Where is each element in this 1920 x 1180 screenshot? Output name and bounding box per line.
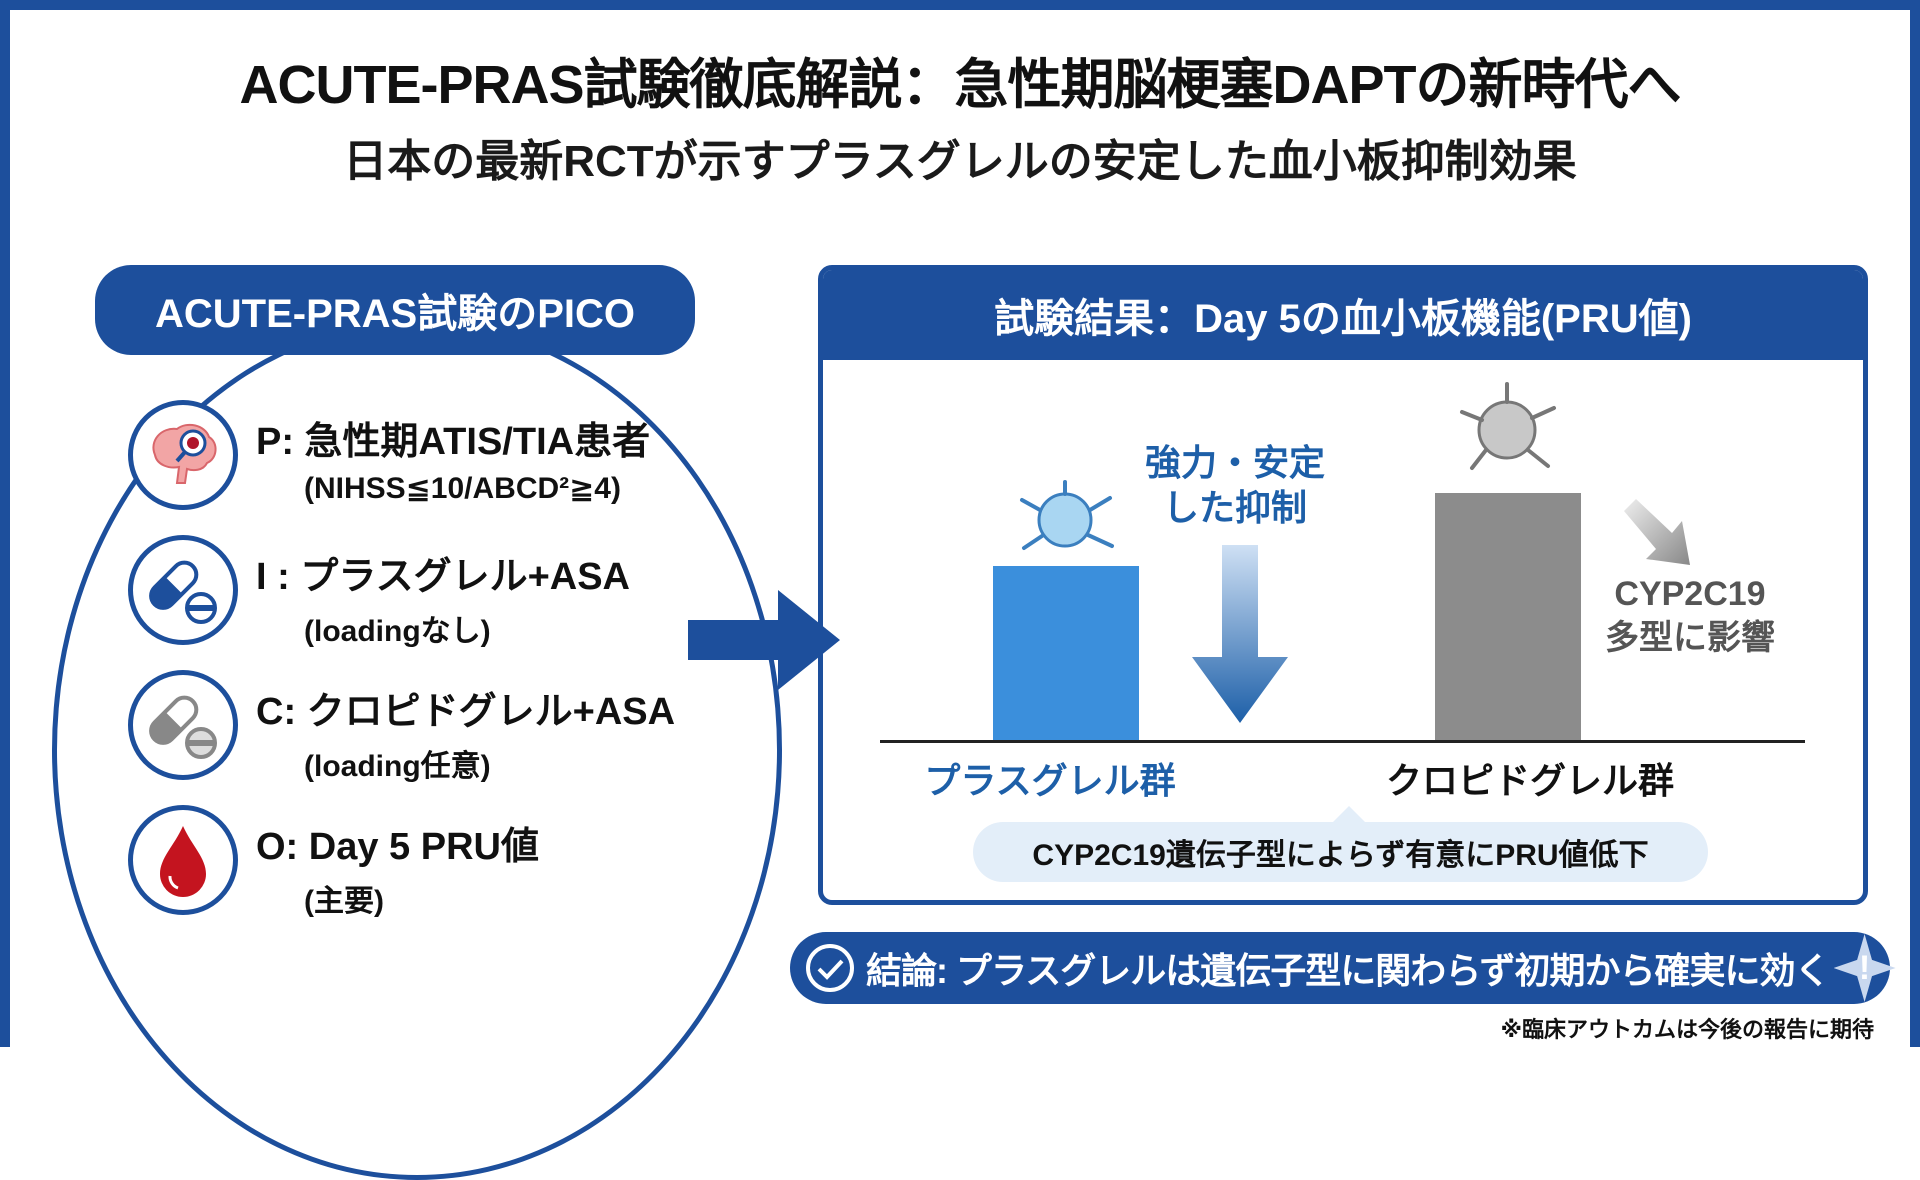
chart-baseline: [880, 740, 1805, 743]
clopidogrel-bar: [1435, 493, 1581, 741]
pico-p-detail: (NIHSS≦10/ABCD²≧4): [304, 472, 621, 505]
sparkle-exclamation-icon: !: [1833, 934, 1896, 1002]
blood-drop-icon: [128, 805, 238, 915]
pico-header: ACUTE-PRAS試験のPICO: [95, 265, 695, 355]
check-circle-icon: [806, 944, 854, 992]
pico-i-detail: (loadingなし): [304, 615, 491, 648]
cyp2c19-annotation: CYP2C19 多型に影響: [1605, 575, 1775, 658]
results-panel: 試験結果：Day 5の血小板機能(PRU値): [818, 265, 1868, 905]
footnote: ※臨床アウトカムは今後の報告に期待: [1500, 1017, 1874, 1042]
pico-item-i: I : プラスグレル+ASA (loadingなし): [128, 535, 630, 650]
capsule-blue-icon: [128, 535, 238, 645]
strong-inhibition-annotation: 強力・安定 した抑制: [1144, 442, 1325, 528]
platelet-gray-icon: [1460, 382, 1556, 470]
clopidogrel-group-label: クロピドグレル群: [1385, 760, 1674, 801]
platelet-blue-icon: [1020, 480, 1114, 550]
arrow-diagonal-icon: [1624, 499, 1690, 565]
pico-c-detail: (loading任意): [304, 750, 491, 783]
results-header: 試験結果：Day 5の血小板機能(PRU値): [823, 270, 1863, 360]
pico-c-label: C: クロピドグレル+ASA: [256, 691, 676, 733]
pico-o-detail: (主要): [304, 885, 384, 918]
arrow-right-icon: [688, 590, 840, 690]
conclusion-text: 結論: プラスグレルは遺伝子型に関わらず初期から確実に効く: [866, 950, 1831, 991]
pico-item-o: O: Day 5 PRU値 (主要): [128, 805, 539, 920]
pico-o-label: O: Day 5 PRU値: [256, 826, 539, 868]
result-callout: CYP2C19遺伝子型によらず有意にPRU値低下: [973, 806, 1708, 882]
pico-i-label: I : プラスグレル+ASA: [256, 556, 630, 598]
pico-item-p: P: 急性期ATIS/TIA患者 (NIHSS≦10/ABCD²≧4): [128, 400, 650, 510]
conclusion-banner: 結論: プラスグレルは遺伝子型に関わらず初期から確実に効く !: [790, 932, 1896, 1004]
prasugrel-bar: [993, 566, 1139, 741]
page-title: ACUTE-PRAS試験徹底解説：急性期脳梗塞DAPTの新時代へ: [239, 55, 1681, 115]
arrow-down-icon: [1192, 545, 1288, 723]
pico-item-c: C: クロピドグレル+ASA (loading任意): [128, 670, 675, 785]
page-subtitle: 日本の最新RCTが示すプラスグレルの安定した血小板抑制効果: [343, 137, 1577, 186]
brain-icon: [128, 400, 238, 510]
capsule-gray-icon: [128, 670, 238, 780]
pico-p-label: P: 急性期ATIS/TIA患者: [256, 421, 651, 463]
prasugrel-group-label: プラスグレル群: [924, 760, 1176, 801]
